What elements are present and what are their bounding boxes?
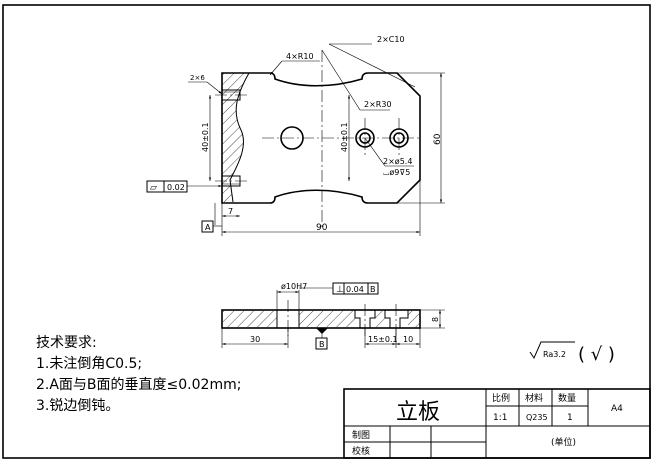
flatness-value: 0.02 xyxy=(167,183,185,192)
sheet-size: A4 xyxy=(611,404,623,414)
sheet-border xyxy=(2,4,651,459)
side-hatch-left xyxy=(223,311,277,327)
perp-datum: B xyxy=(370,285,376,294)
counterbore-hole-2-inner xyxy=(393,132,405,144)
roughness-general: ( √ ) xyxy=(578,344,615,365)
material-label: 材料 xyxy=(525,392,543,404)
title-block: 立板 比例 材料 数量 1:1 Q235 1 A4 制图 校核 (单位) xyxy=(343,388,651,459)
dim-right-len: 10 xyxy=(403,335,413,344)
unit-label: (单位) xyxy=(551,436,576,448)
dim-thickness: 8 xyxy=(431,317,440,322)
side-hatch-right xyxy=(375,311,385,327)
note-item-3: 3.锐边倒钝。 xyxy=(36,398,120,414)
dim-small-hole: 2×6 xyxy=(190,74,205,82)
technical-requirements: 技术要求: 1.未注倒角C0.5; 2.A面与B面的垂直度≤0.02mm; 3.… xyxy=(36,333,241,417)
center-hole xyxy=(280,126,304,150)
side-hatch-mid xyxy=(299,311,355,327)
flatness-frame xyxy=(146,180,188,193)
notes-title: 技术要求: xyxy=(36,335,97,351)
dim-height-mid: 40±0.1 xyxy=(340,122,349,152)
dim-height-total: 60 xyxy=(433,133,443,145)
datum-b-label: B xyxy=(319,340,325,349)
datum-a-box xyxy=(201,220,214,233)
dim-width-total: 90 xyxy=(316,223,328,233)
drawn-label: 制图 xyxy=(352,429,370,441)
datum-b-box xyxy=(315,337,328,350)
dim-hole-spec-2: ⌴ø9⊽5 xyxy=(383,168,410,177)
qty-label: 数量 xyxy=(558,392,576,404)
counterbore-hole-1-outer xyxy=(355,128,375,148)
dim-hole-spec-1: 2×ø5.4 xyxy=(383,157,412,166)
counterbore-hole-1-inner xyxy=(359,132,371,144)
perp-value: 0.04 xyxy=(346,285,364,294)
roughness-value: Ra3.2 xyxy=(543,350,566,359)
part-name: 立板 xyxy=(396,400,440,425)
perp-symbol: ⊥ xyxy=(336,285,344,295)
roughness-symbol: Ra3.2 ( √ ) xyxy=(529,341,615,365)
flatness-symbol: ▱ xyxy=(150,183,157,193)
note-item-2: 2.A面与B面的垂直度≤0.02mm; xyxy=(36,377,242,393)
dim-height-left: 40±0.1 xyxy=(201,122,210,152)
material-value: Q235 xyxy=(526,413,548,422)
counterbore-hole-2-outer xyxy=(389,128,409,148)
scale-label: 比例 xyxy=(492,392,510,404)
dim-radius-small: 4×R10 xyxy=(286,52,314,61)
dim-offset: 7 xyxy=(228,207,233,216)
dim-bore: ø10H7 xyxy=(281,282,307,291)
scale-value: 1:1 xyxy=(493,413,507,423)
perp-frame xyxy=(332,282,379,295)
qty-value: 1 xyxy=(567,413,573,423)
front-section-hatch xyxy=(222,73,249,202)
dim-pitch: 15±0.1 xyxy=(368,335,398,344)
dim-radius-large: 2×R30 xyxy=(364,100,392,109)
datum-a-label: A xyxy=(205,223,211,232)
side-hatch-end xyxy=(408,311,419,327)
checked-label: 校核 xyxy=(352,445,370,457)
dim-left-len: 30 xyxy=(250,335,260,344)
side-view: ø10H7 ⊥ 0.04 B B 30 15±0.1 10 8 xyxy=(221,282,445,350)
front-view: 2×C10 4×R10 2×R30 2×6 40±0.1 40±0.1 60 9… xyxy=(146,35,445,236)
dim-chamfer: 2×C10 xyxy=(377,35,405,44)
note-item-1: 1.未注倒角C0.5; xyxy=(36,356,143,372)
